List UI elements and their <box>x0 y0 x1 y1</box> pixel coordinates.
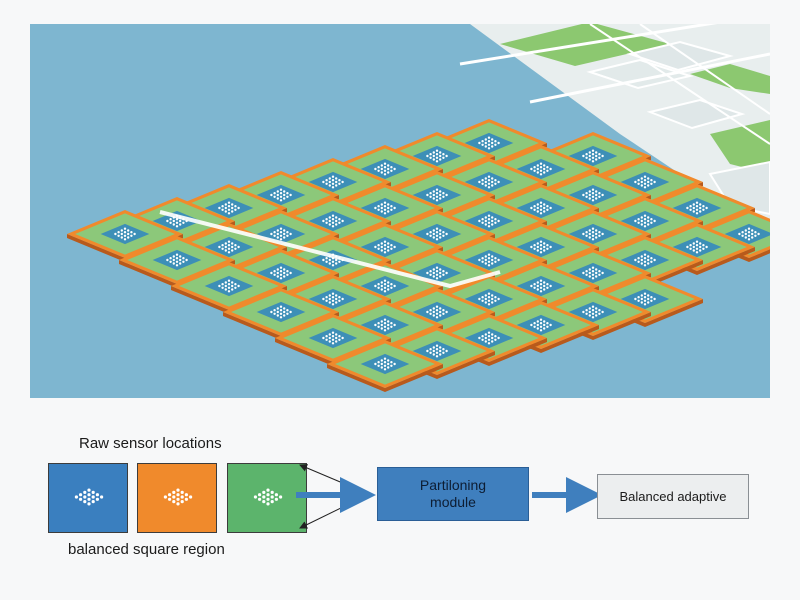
raw-sensor-locations-label: Raw sensor locations <box>79 435 222 452</box>
isometric-sensor-grid-illustration <box>30 24 770 398</box>
balanced-adaptive-label: Balanced adaptive <box>619 489 727 504</box>
orange-region-swatch <box>137 463 217 533</box>
dot-pattern-icon <box>163 488 193 506</box>
blue-region-swatch <box>48 463 128 533</box>
road-seam <box>159 210 501 289</box>
partitioning-module-label: Partiloning module <box>419 477 487 510</box>
partitioning-module-box: Partiloning module <box>377 467 529 521</box>
sensor-tile <box>327 340 443 392</box>
green-region-swatch <box>227 463 307 533</box>
balanced-square-region-label: balanced square region <box>68 541 225 558</box>
balanced-adaptive-output-box: Balanced adaptive <box>597 474 749 519</box>
dot-pattern-icon <box>74 488 104 506</box>
sensor-tile-grid <box>67 119 770 392</box>
dot-pattern-icon <box>253 488 283 506</box>
